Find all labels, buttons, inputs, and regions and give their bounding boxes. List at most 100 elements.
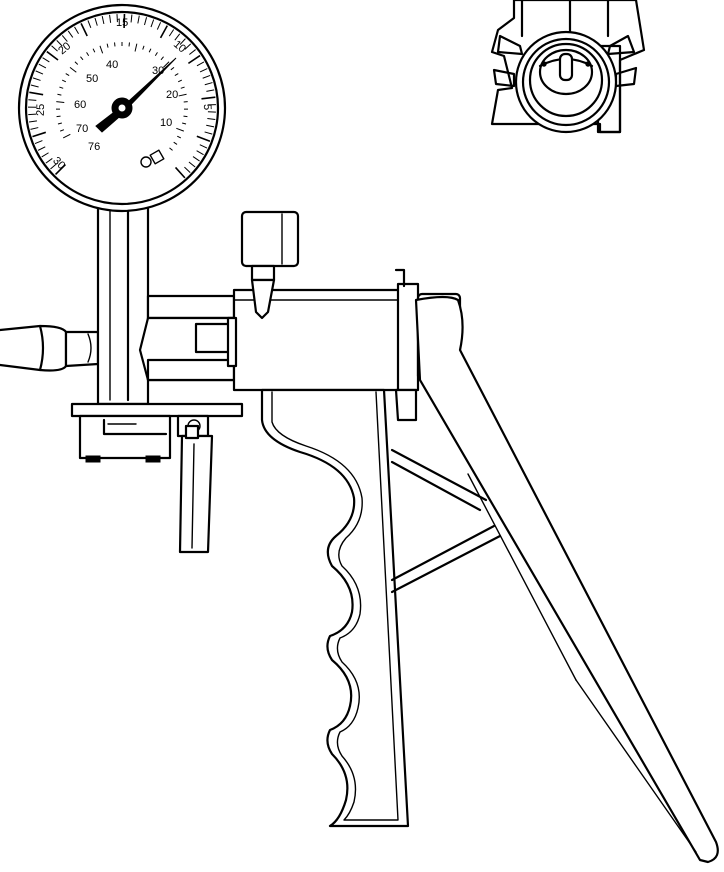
gauge-tick	[42, 57, 50, 63]
gauge-inner-tick	[173, 141, 178, 145]
gauge-tick	[199, 144, 208, 149]
gauge-tick	[28, 99, 37, 101]
vacuum-hose	[0, 324, 100, 372]
gauge-tick	[207, 118, 216, 121]
gauge-tick	[143, 17, 148, 26]
gauge-tick	[80, 23, 88, 37]
gauge-tick	[56, 40, 63, 47]
handle-braces	[390, 448, 502, 594]
gauge-tick	[187, 54, 201, 65]
gauge-tick	[137, 15, 140, 24]
gauge-tick	[54, 164, 66, 176]
gauge-tick	[188, 161, 196, 168]
gauge-tick	[130, 14, 133, 23]
gauge-tick	[184, 43, 192, 50]
gauge-inner-tick	[106, 43, 109, 48]
gauge-tick	[174, 33, 181, 41]
gauge-inner-tick	[154, 52, 158, 56]
inner-scale-label-20: 20	[166, 89, 178, 101]
gauge-tick	[196, 150, 204, 156]
gauge-tick	[196, 61, 205, 67]
gauge-tick	[168, 29, 175, 37]
gauge-tick	[206, 124, 215, 128]
gauge-tick	[101, 16, 105, 25]
gauge-inner-tick	[182, 122, 187, 125]
gauge-inner-tick	[180, 86, 185, 89]
vacuum-release-lever	[178, 424, 214, 554]
gauge-inner-tick	[178, 93, 187, 97]
gauge-inner-tick	[99, 45, 104, 54]
gauge-tick	[34, 140, 43, 145]
gauge-tick	[202, 74, 211, 79]
vacuum-gauge: 15 20 25 30 10 5 40 50 60 70 76 30 20 10	[17, 3, 227, 213]
inner-scale-label-76: 76	[88, 141, 100, 153]
gauge-tick	[184, 166, 191, 174]
gauge-tick	[32, 131, 47, 138]
gauge-needle	[95, 57, 177, 133]
outer-scale-label-25: 25	[35, 104, 47, 117]
gauge-inner-tick	[56, 101, 65, 103]
gauge-inner-tick	[59, 86, 64, 89]
gauge-tick	[159, 25, 168, 39]
inner-scale-label-50: 50	[86, 73, 98, 85]
gauge-stem	[96, 202, 238, 406]
gauge-inner-tick	[142, 45, 145, 50]
gauge-tick	[41, 152, 49, 158]
inner-scale-label-10: 10	[160, 117, 172, 129]
gauge-tick	[87, 20, 92, 29]
gauge-tick	[109, 14, 112, 23]
gauge-tick	[206, 89, 215, 92]
gauge-inner-tick	[57, 122, 62, 125]
inner-scale-label-70: 70	[76, 123, 88, 135]
gauge-tick	[192, 156, 200, 162]
outer-scale-label-15: 15	[116, 17, 128, 29]
gauge-inner-tick	[183, 115, 188, 118]
base-plate	[70, 402, 244, 463]
gauge-inner-tick	[57, 93, 62, 96]
gauge-inner-tick	[176, 127, 184, 132]
gauge-tick	[150, 19, 155, 28]
gauge-tick	[29, 91, 44, 96]
gauge-tick	[204, 131, 213, 135]
gauge-inner-tick	[86, 52, 90, 56]
gauge-tick	[61, 35, 68, 42]
gauge-inner-tick	[169, 147, 173, 151]
gauge-inner-tick	[60, 129, 65, 132]
gauge-inner-tick	[65, 73, 70, 77]
pump-cylinder	[226, 288, 402, 392]
coupler-inset	[490, 0, 646, 134]
gauge-tick	[28, 113, 37, 116]
gauge-tick	[189, 49, 196, 55]
gauge-tick	[156, 22, 162, 30]
gauge-tick	[45, 158, 53, 164]
gauge-tick	[94, 17, 98, 26]
gauge-tick	[204, 82, 213, 86]
gauge-tick	[32, 77, 41, 81]
gauge-tick	[179, 38, 186, 45]
gauge-inner-tick	[134, 43, 138, 52]
gauge-tick-marks	[27, 14, 216, 179]
gauge-inner-tick	[62, 133, 71, 139]
fixed-grip-handle	[260, 388, 410, 828]
gauge-tick	[201, 96, 216, 100]
outer-scale-label-5: 5	[201, 104, 213, 111]
gauge-tick	[199, 68, 208, 73]
gauge-inner-tick	[80, 56, 84, 61]
gauge-inner-tick	[56, 115, 61, 118]
inner-scale-label-40: 40	[106, 59, 118, 71]
gauge-tick	[50, 163, 57, 170]
gauge-tick	[74, 26, 79, 35]
gauge-inner-tick	[69, 66, 77, 73]
gauge-tick	[38, 63, 47, 69]
gauge-inner-tick	[177, 79, 183, 83]
gauge-inner-tick	[177, 135, 182, 139]
gauge-tick	[46, 50, 59, 61]
gauge-inner-tick	[163, 61, 170, 68]
gauge-tick	[30, 84, 39, 88]
gauge-inner-tick	[74, 61, 79, 65]
gauge-inner-tick	[92, 48, 96, 53]
gauge-tick	[174, 166, 186, 179]
gauge-tick	[196, 135, 211, 142]
gauge-inner-tick	[61, 79, 67, 83]
